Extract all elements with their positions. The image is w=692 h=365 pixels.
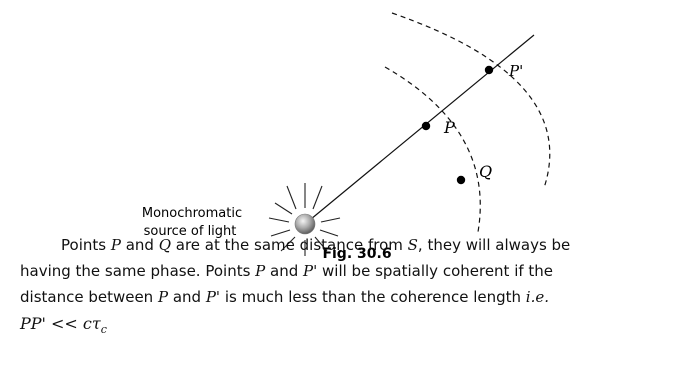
paragraph-line-3: distance between P and P' is much less t… — [20, 288, 549, 306]
ray-line — [305, 35, 534, 224]
label-P: P — [443, 118, 455, 137]
paragraph-line-2: having the same phase. Points P and P' w… — [20, 262, 553, 280]
coherence-formula: PP' << cτc — [20, 314, 107, 336]
light-source — [295, 214, 315, 234]
source-label-line1: Monochromatic — [142, 206, 242, 221]
paragraph-line-1: Points P and Q are at the same distance … — [61, 236, 570, 254]
label-P-prime: P' — [508, 62, 523, 80]
point-P-prime-dot — [485, 66, 493, 74]
point-P-dot — [422, 122, 430, 130]
point-Q-dot — [457, 176, 465, 184]
label-Q: Q — [479, 162, 492, 181]
outer-wavefront-arc — [392, 13, 550, 188]
